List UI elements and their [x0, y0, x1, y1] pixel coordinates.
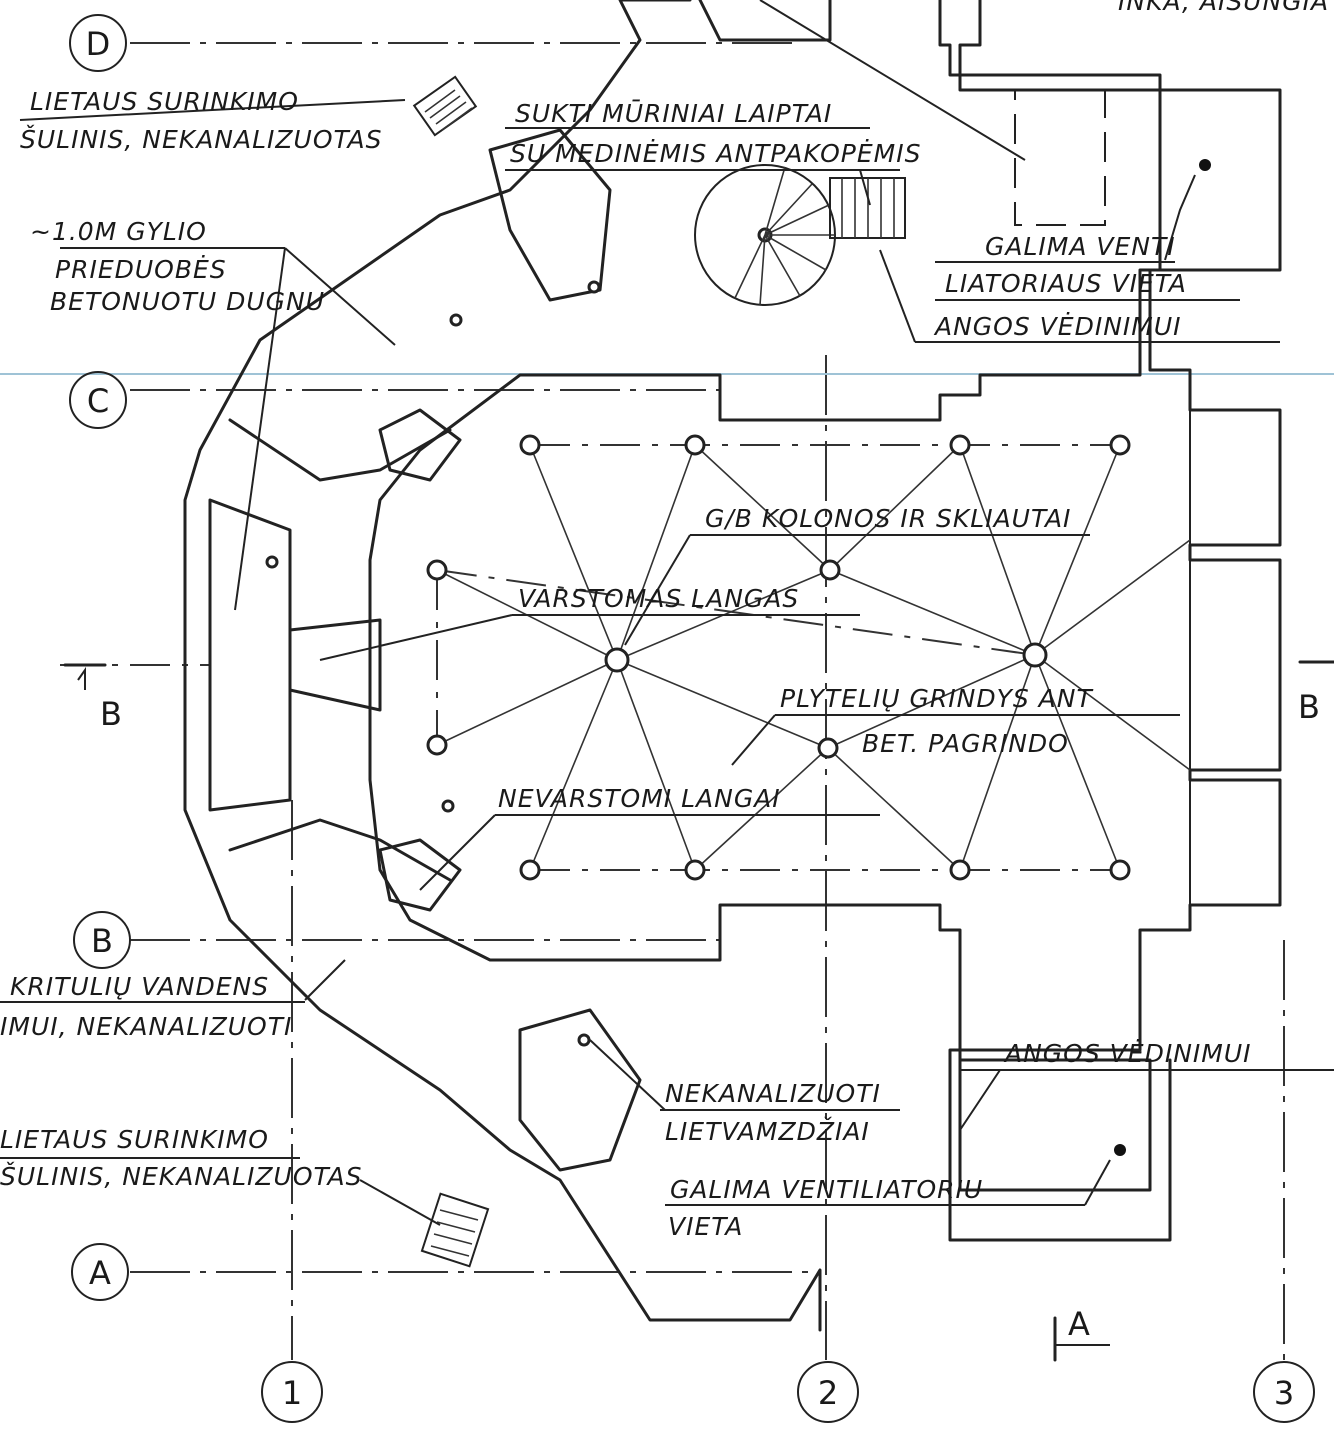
window-west-sash — [288, 618, 382, 712]
note-pit-depth: ~1.0M GYLIO — [30, 217, 207, 246]
grid-label-d: D — [86, 25, 111, 63]
east-alcove-3 — [1189, 779, 1281, 906]
window-bay-west — [208, 498, 292, 812]
note-vent-top: ANGOS VĖDINIMUI — [933, 312, 1182, 341]
note-rain-collector-2b: ŠULINIS, NEKANALIZUOTAS — [0, 1161, 362, 1191]
column-marker — [1109, 434, 1131, 456]
buttress-south — [518, 1008, 642, 1172]
window-frame-nw — [378, 408, 462, 482]
drain-marker — [441, 799, 455, 813]
note-rain-collector-1a: LIETAUS SURINKIMO — [30, 87, 299, 116]
note-rain-collector-1b: ŠULINIS, NEKANALIZUOTAS — [20, 124, 382, 154]
grid-label-c: C — [87, 382, 109, 420]
note-rain-collector-2a: LIETAUS SURINKIMO — [0, 1125, 269, 1154]
column-marker — [426, 559, 448, 581]
column-marker — [519, 434, 541, 456]
note-fan-top-b: LIATORIAUS VIETA — [945, 269, 1187, 298]
column-marker — [949, 434, 971, 456]
column-marker — [1022, 642, 1048, 668]
section-label-b-left: B — [100, 695, 122, 733]
note-columns: G/B KOLONOS IR SKLIAUTAI — [705, 504, 1071, 533]
note-spiral-stairs-a: SUKTI MŪRINIAI LAIPTAI — [515, 99, 832, 128]
drain-marker — [577, 1033, 591, 1047]
drain-marker — [265, 555, 279, 569]
buttress-north — [488, 128, 612, 302]
note-openable-window: VARSTOMAS LANGAS — [518, 584, 799, 613]
note-downpipes-a: NEKANALIZUOTI — [665, 1079, 881, 1108]
grid-label-3: 3 — [1274, 1374, 1294, 1412]
note-fan-bottom-b: VIETA — [668, 1212, 743, 1241]
column-marker — [684, 434, 706, 456]
note-top-right-cut: INKA, AISUNGIA — [1118, 0, 1329, 16]
column-marker — [604, 647, 630, 673]
section-marks: B B A — [63, 660, 1334, 1362]
column-marker — [426, 734, 448, 756]
note-floor-a: PLYTELIŲ GRINDYS ANT — [780, 684, 1093, 713]
note-vent-bottom: ANGOS VĖDINIMUI — [1003, 1039, 1252, 1068]
section-label-a: A — [1068, 1305, 1090, 1343]
column-marker — [1109, 859, 1131, 881]
section-label-b-right: B — [1298, 688, 1320, 726]
drain-marker — [587, 280, 601, 294]
grid-label-2: 2 — [818, 1374, 838, 1412]
column-marker — [817, 737, 839, 759]
grid-label-1: 1 — [282, 1374, 302, 1412]
column-marker — [949, 859, 971, 881]
grid-label-b: B — [91, 922, 113, 960]
note-fan-top-a: GALIMA VENTI — [985, 232, 1176, 261]
wall-outer-right — [938, 0, 1282, 1242]
floor-opening-dashed — [1014, 89, 1106, 226]
grid-bubble-3 — [1253, 1361, 1315, 1423]
column-marker — [684, 859, 706, 881]
window-frame-sw — [378, 838, 462, 912]
note-fixed-windows: NEVARSTOMI LANGAI — [498, 784, 781, 813]
building-walls — [183, 0, 1282, 1332]
note-pit-b: BETONUOTU DUGNU — [50, 287, 325, 316]
wall-top-entry — [698, 0, 832, 42]
grid-label-a: A — [89, 1254, 111, 1292]
grid-bubble-2 — [797, 1361, 859, 1423]
section-mark-b-left-arrow — [77, 666, 86, 690]
column-marker — [519, 859, 541, 881]
fan-dot-bottom — [1114, 1144, 1126, 1156]
leader-lines — [0, 0, 1334, 1226]
window-bay-nw — [228, 418, 452, 482]
note-fan-bottom-a: GALIMA VENTILIATORIU — [670, 1175, 983, 1204]
east-alcove-1 — [1189, 409, 1281, 546]
grid-bubble-a — [71, 1243, 129, 1301]
wall-inner — [368, 0, 1162, 1192]
spiral-stairs — [694, 164, 906, 306]
note-pit-a: PRIEDUOBĖS — [55, 255, 227, 284]
rain-collector-bottom — [420, 1192, 490, 1268]
grid-bubble-1 — [261, 1361, 323, 1423]
note-downpipes-b: LIETVAMZDŽIAI — [665, 1117, 870, 1146]
grid-bubble-b — [73, 911, 131, 969]
rain-collector-top — [412, 75, 478, 137]
east-alcove-2 — [1189, 559, 1281, 771]
window-bay-sw — [228, 818, 452, 882]
wall-outer-left — [183, 0, 822, 1332]
fan-dot-top — [1199, 159, 1211, 171]
note-floor-b: BET. PAGRINDO — [862, 729, 1069, 758]
drain-marker — [449, 313, 463, 327]
note-rainwater-b: IMUI, NEKANALIZUOTI — [0, 1012, 292, 1041]
column-marker — [819, 559, 841, 581]
grid-bubble-d — [69, 14, 127, 72]
columns — [265, 159, 1211, 1156]
note-spiral-stairs-b: SU MEDINĖMIS ANTPAKOPĖMIS — [510, 139, 921, 168]
grid-lines — [0, 42, 1334, 1360]
grid-bubble-c — [69, 371, 127, 429]
annotations: INKA, AISUNGIA LIETAUS SURINKIMO ŠULINIS… — [0, 0, 1329, 1241]
note-rainwater-a: KRITULIŲ VANDENS — [10, 972, 269, 1001]
grid-bubbles: D C B A 1 2 3 — [69, 14, 1315, 1423]
